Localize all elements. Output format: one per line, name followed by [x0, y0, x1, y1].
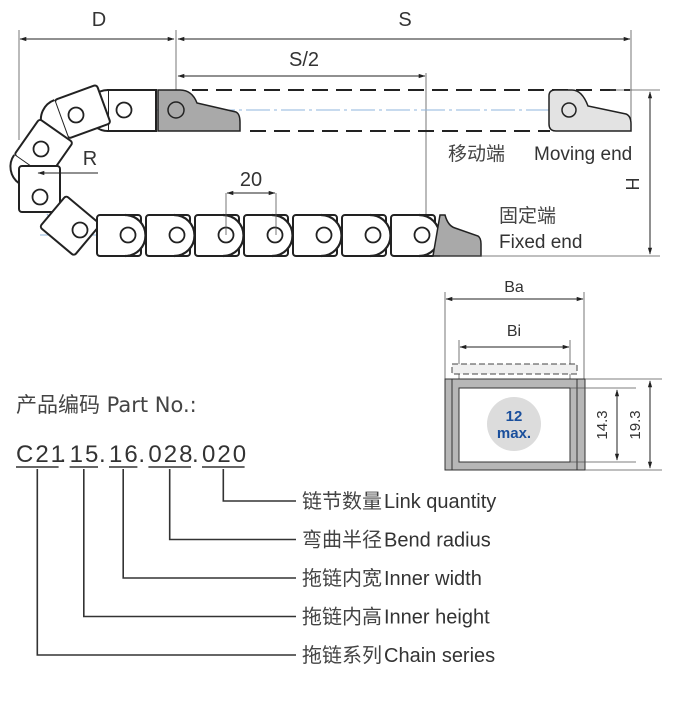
pivot-hole [167, 101, 185, 119]
dimension-pitch-label: 20 [240, 169, 262, 191]
legend-label-en: Bend radius [384, 530, 491, 552]
legend-label-cn: 链节数量 [302, 489, 382, 513]
fixed-end-label-cn: 固定端 [499, 205, 556, 227]
chain-link [39, 195, 101, 256]
part-number-segment: C21 [16, 441, 66, 468]
moving-end-bracket-right [548, 89, 632, 132]
pivot-hole [67, 106, 85, 124]
chain-link [243, 213, 294, 258]
dimension-ba-label: Ba [504, 279, 524, 296]
part-number-segment: 028 [148, 441, 194, 468]
moving-end-label-cn: 移动端 [448, 143, 505, 165]
leader-line [222, 469, 296, 502]
legend-label-en: Chain series [384, 645, 495, 667]
lower-links [96, 213, 441, 258]
chain-link [145, 213, 196, 258]
part-number-segment: 16 [109, 441, 140, 468]
part-number-separator: . [138, 441, 145, 468]
chain-link [341, 213, 392, 258]
dimension-d-label: D [92, 9, 106, 31]
bend-links [9, 119, 101, 256]
part-number-separator: . [192, 441, 199, 468]
cross-section: Ba Bi 12 max. 14.3 19.3 [444, 279, 662, 471]
legend-label-cn: 弯曲半径 [302, 528, 382, 552]
pivot-hole [413, 226, 431, 244]
part-number-segment: 020 [202, 441, 248, 468]
dimension-r-label: R [83, 148, 97, 170]
pivot-hole [364, 226, 382, 244]
pivot-hole [31, 188, 49, 206]
legend-label-cn: 拖链系列 [302, 643, 382, 667]
legend-label-cn: 拖链内高 [302, 605, 382, 629]
cover-lid-dashed [451, 363, 578, 375]
legend-label-en: Link quantity [384, 491, 496, 513]
legend-label-en: Inner height [384, 607, 490, 629]
max-cable-label: max. [497, 425, 531, 442]
part-number-separator: . [60, 441, 67, 468]
leader-line [36, 469, 296, 656]
pivot-hole [119, 226, 137, 244]
part-number-segment: 15 [70, 441, 101, 468]
dimension-s-label: S [398, 9, 411, 31]
dimension-bi-label: Bi [507, 323, 521, 340]
leader-line [122, 469, 296, 579]
pivot-hole [115, 101, 133, 119]
pivot-hole [32, 140, 50, 158]
pivot-hole [561, 102, 577, 118]
pivot-hole [315, 226, 333, 244]
dimension-h-label: H [622, 178, 642, 191]
chain-link [292, 213, 343, 258]
side-view: D S S/2 [9, 9, 660, 258]
chain-link [390, 213, 441, 258]
chain-link [194, 213, 245, 258]
fixed-end-bracket [432, 214, 482, 257]
moving-end-label-en: Moving end [534, 144, 632, 165]
legend-label-cn: 拖链内宽 [302, 566, 382, 590]
pivot-hole [266, 226, 284, 244]
pivot-hole [168, 226, 186, 244]
pivot-hole [71, 221, 89, 239]
fixed-end-label-en: Fixed end [499, 232, 582, 253]
part-number-title: 产品编码 Part No.: [16, 393, 197, 417]
chain-link [96, 213, 147, 258]
inner-height-value: 14.3 [594, 410, 611, 439]
leader-line [83, 469, 296, 618]
part-number-code: C21.15.16.028.020 [16, 441, 248, 468]
outer-height-value: 19.3 [627, 410, 644, 439]
legend-label-en: Inner width [384, 568, 482, 590]
max-cable-value: 12 [506, 408, 523, 425]
leader-line [168, 469, 296, 541]
max-cable-circle [487, 397, 541, 451]
part-number-separator: . [99, 441, 106, 468]
dimension-s-half-label: S/2 [289, 49, 319, 71]
moving-end-bracket-left [157, 89, 241, 132]
